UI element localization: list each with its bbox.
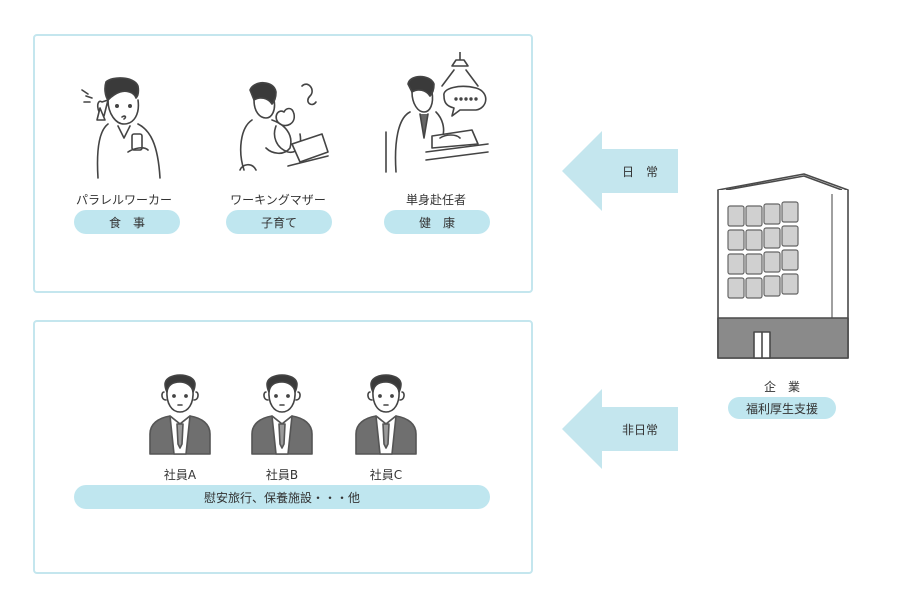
single-transferee-meal-icon <box>380 52 496 176</box>
daily-benefits-panel <box>33 34 533 293</box>
employee-a-icon <box>148 368 212 456</box>
working-mother-baby-icon <box>232 78 332 178</box>
nondaily-arrow-label: 非日常 <box>621 423 658 437</box>
person-caption: ワーキングマザー <box>230 193 326 207</box>
daily-arrow-icon <box>562 131 678 215</box>
company-welfare-tag: 福利厚生支援 <box>728 397 836 419</box>
person-caption: 単身赴任者 <box>405 193 466 207</box>
employee-caption: 社員C <box>369 468 403 482</box>
parallel-worker-phone-icon <box>78 74 170 180</box>
employee-caption: 社員B <box>265 468 299 482</box>
person-caption: パラレルワーカー <box>75 193 172 207</box>
nondaily-arrow-icon <box>562 389 678 473</box>
daily-tag-health: 健 康 <box>384 210 490 234</box>
daily-tag-childcare: 子育て <box>226 210 332 234</box>
employee-b-icon <box>250 368 314 456</box>
nondaily-benefits-banner: 慰安旅行、保養施設・・・他 <box>74 485 490 509</box>
daily-tag-meal: 食 事 <box>74 210 180 234</box>
office-building-icon <box>714 168 852 368</box>
employee-c-icon <box>354 368 418 456</box>
employee-caption: 社員A <box>163 468 197 482</box>
company-label: 企 業 <box>763 380 800 394</box>
daily-arrow-label: 日 常 <box>621 165 658 179</box>
